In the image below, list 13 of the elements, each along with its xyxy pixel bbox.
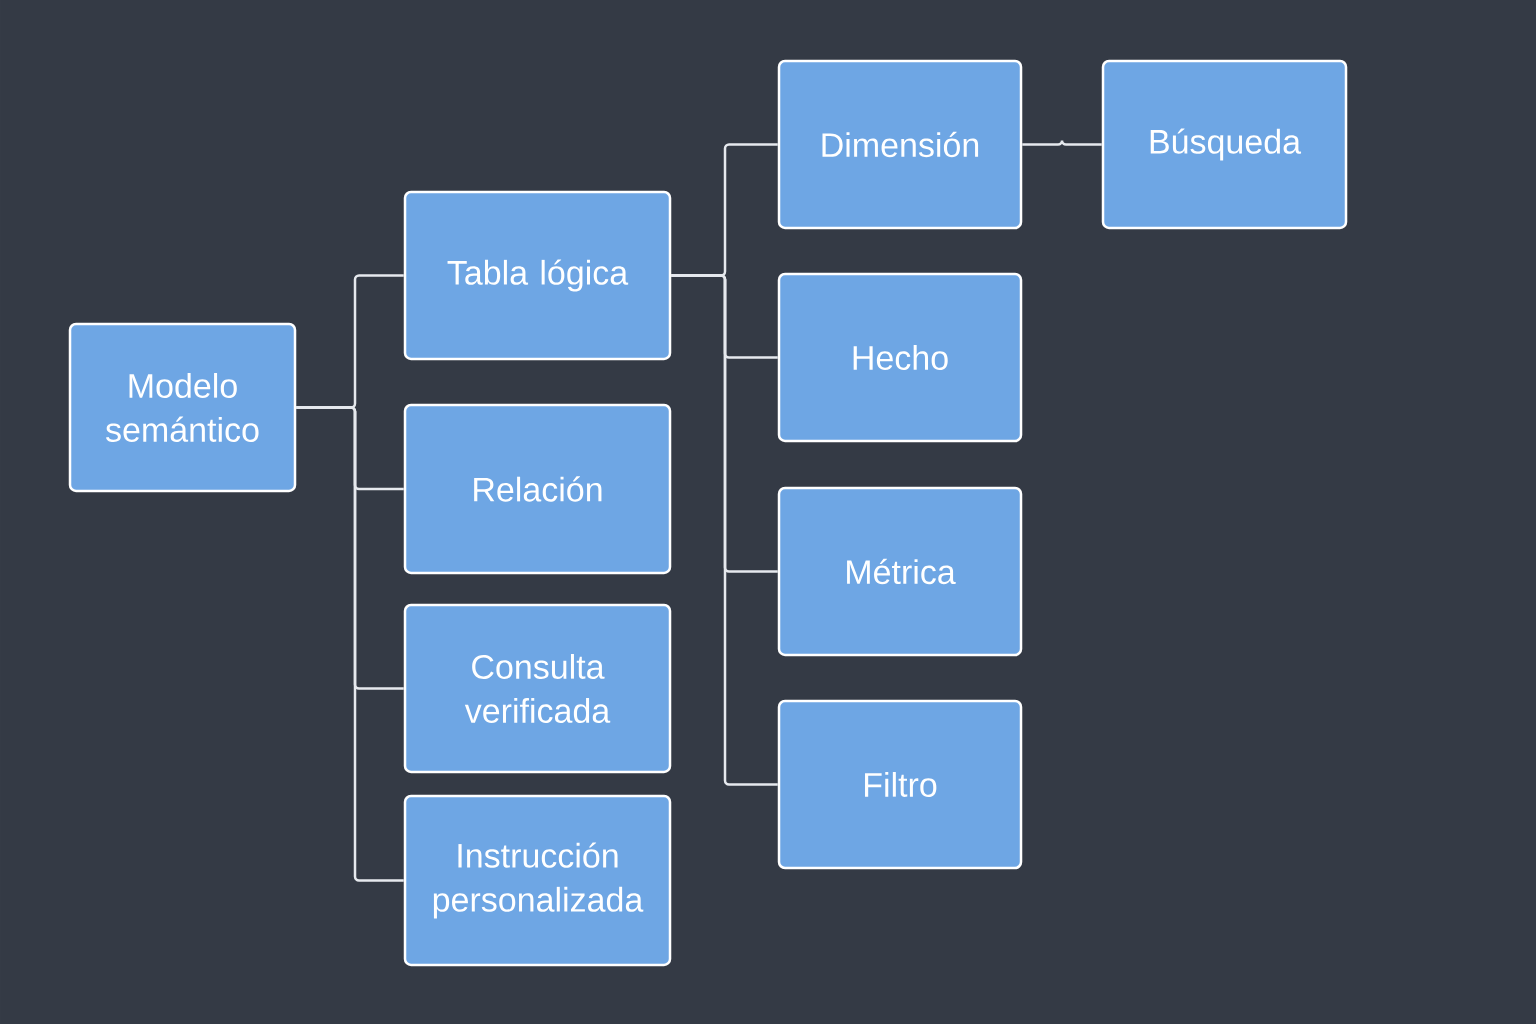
concept-box: Relación [403,403,672,575]
concept-box: Métrica [777,486,1023,657]
connector-line [296,406,404,882]
concept-box: Modelo semántico [68,322,297,493]
connector-line [1022,139,1102,146]
concept-box: Búsqueda [1101,59,1348,230]
concept-box: Instrucción personalizada [403,794,672,967]
concept-box: Dimensión [777,59,1023,230]
connector-line [671,274,778,786]
concept-box: Tabla lógica [403,190,672,361]
concept-box: Consulta verificada [403,603,672,774]
concept-box: Hecho [777,272,1023,443]
concept-box: Filtro [777,699,1023,870]
